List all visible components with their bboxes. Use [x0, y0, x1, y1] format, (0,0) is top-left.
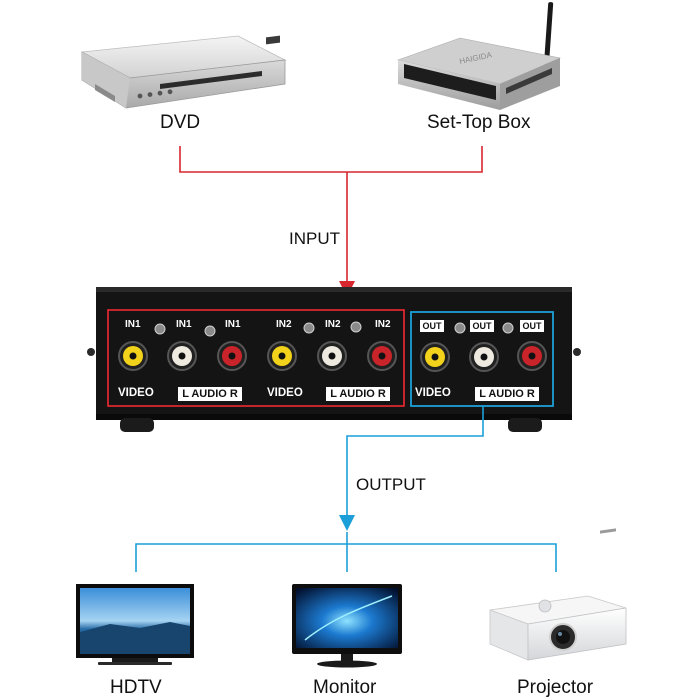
jack-in1-audio-left: [167, 341, 197, 371]
in1-audio-left-jack-label: IN1: [176, 319, 192, 330]
jack-out-video: [420, 342, 450, 372]
out-audio-left-jack-label: OUT: [470, 320, 494, 332]
output-flow-label: OUTPUT: [356, 475, 426, 494]
out-audio-right-jack-label: OUT: [520, 320, 544, 332]
in1-video-jack-label: IN1: [125, 319, 141, 330]
out-video-label: VIDEO: [415, 387, 451, 399]
in2-audio-label: L AUDIO R: [326, 387, 390, 401]
in2-audio-right-jack-label: IN2: [375, 319, 391, 330]
monitor-icon: [292, 584, 402, 668]
in1-video-label: VIDEO: [118, 387, 154, 399]
in2-audio-left-jack-label: IN2: [325, 319, 341, 330]
output-label-monitor: Monitor: [313, 677, 377, 698]
jack-in1-video: [118, 341, 148, 371]
jack-in2-audio-left: [317, 341, 347, 371]
in1-audio-right-jack-label: IN1: [225, 319, 241, 330]
jack-out-audio-right: [517, 341, 547, 371]
projector-icon: [489, 528, 627, 661]
in2-video-label: VIDEO: [267, 387, 303, 399]
jack-in1-audio-right: [217, 341, 247, 371]
out-video-jack-label: OUT: [420, 320, 444, 332]
source-label-set-top-box: Set-Top Box: [427, 112, 531, 133]
out-audio-label: L AUDIO R: [475, 387, 539, 401]
output-arrow-icon: [339, 515, 355, 531]
dvd-player-icon: [80, 35, 287, 109]
in2-video-jack-label: IN2: [276, 319, 292, 330]
jack-in2-audio-right: [367, 341, 397, 371]
in1-audio-label: L AUDIO R: [178, 387, 242, 401]
output-label-projector: Projector: [517, 677, 594, 698]
output-label-hdtv: HDTV: [110, 677, 162, 698]
jack-out-audio-left: [469, 342, 499, 372]
output-wiring: [135, 406, 557, 572]
jack-in2-video: [267, 341, 297, 371]
input-flow-label: INPUT: [289, 229, 340, 248]
input-wiring: [179, 146, 483, 283]
set-top-box-icon: HAIGIDA: [396, 2, 561, 110]
hdtv-icon: [76, 584, 194, 665]
source-label-dvd: DVD: [160, 112, 201, 133]
